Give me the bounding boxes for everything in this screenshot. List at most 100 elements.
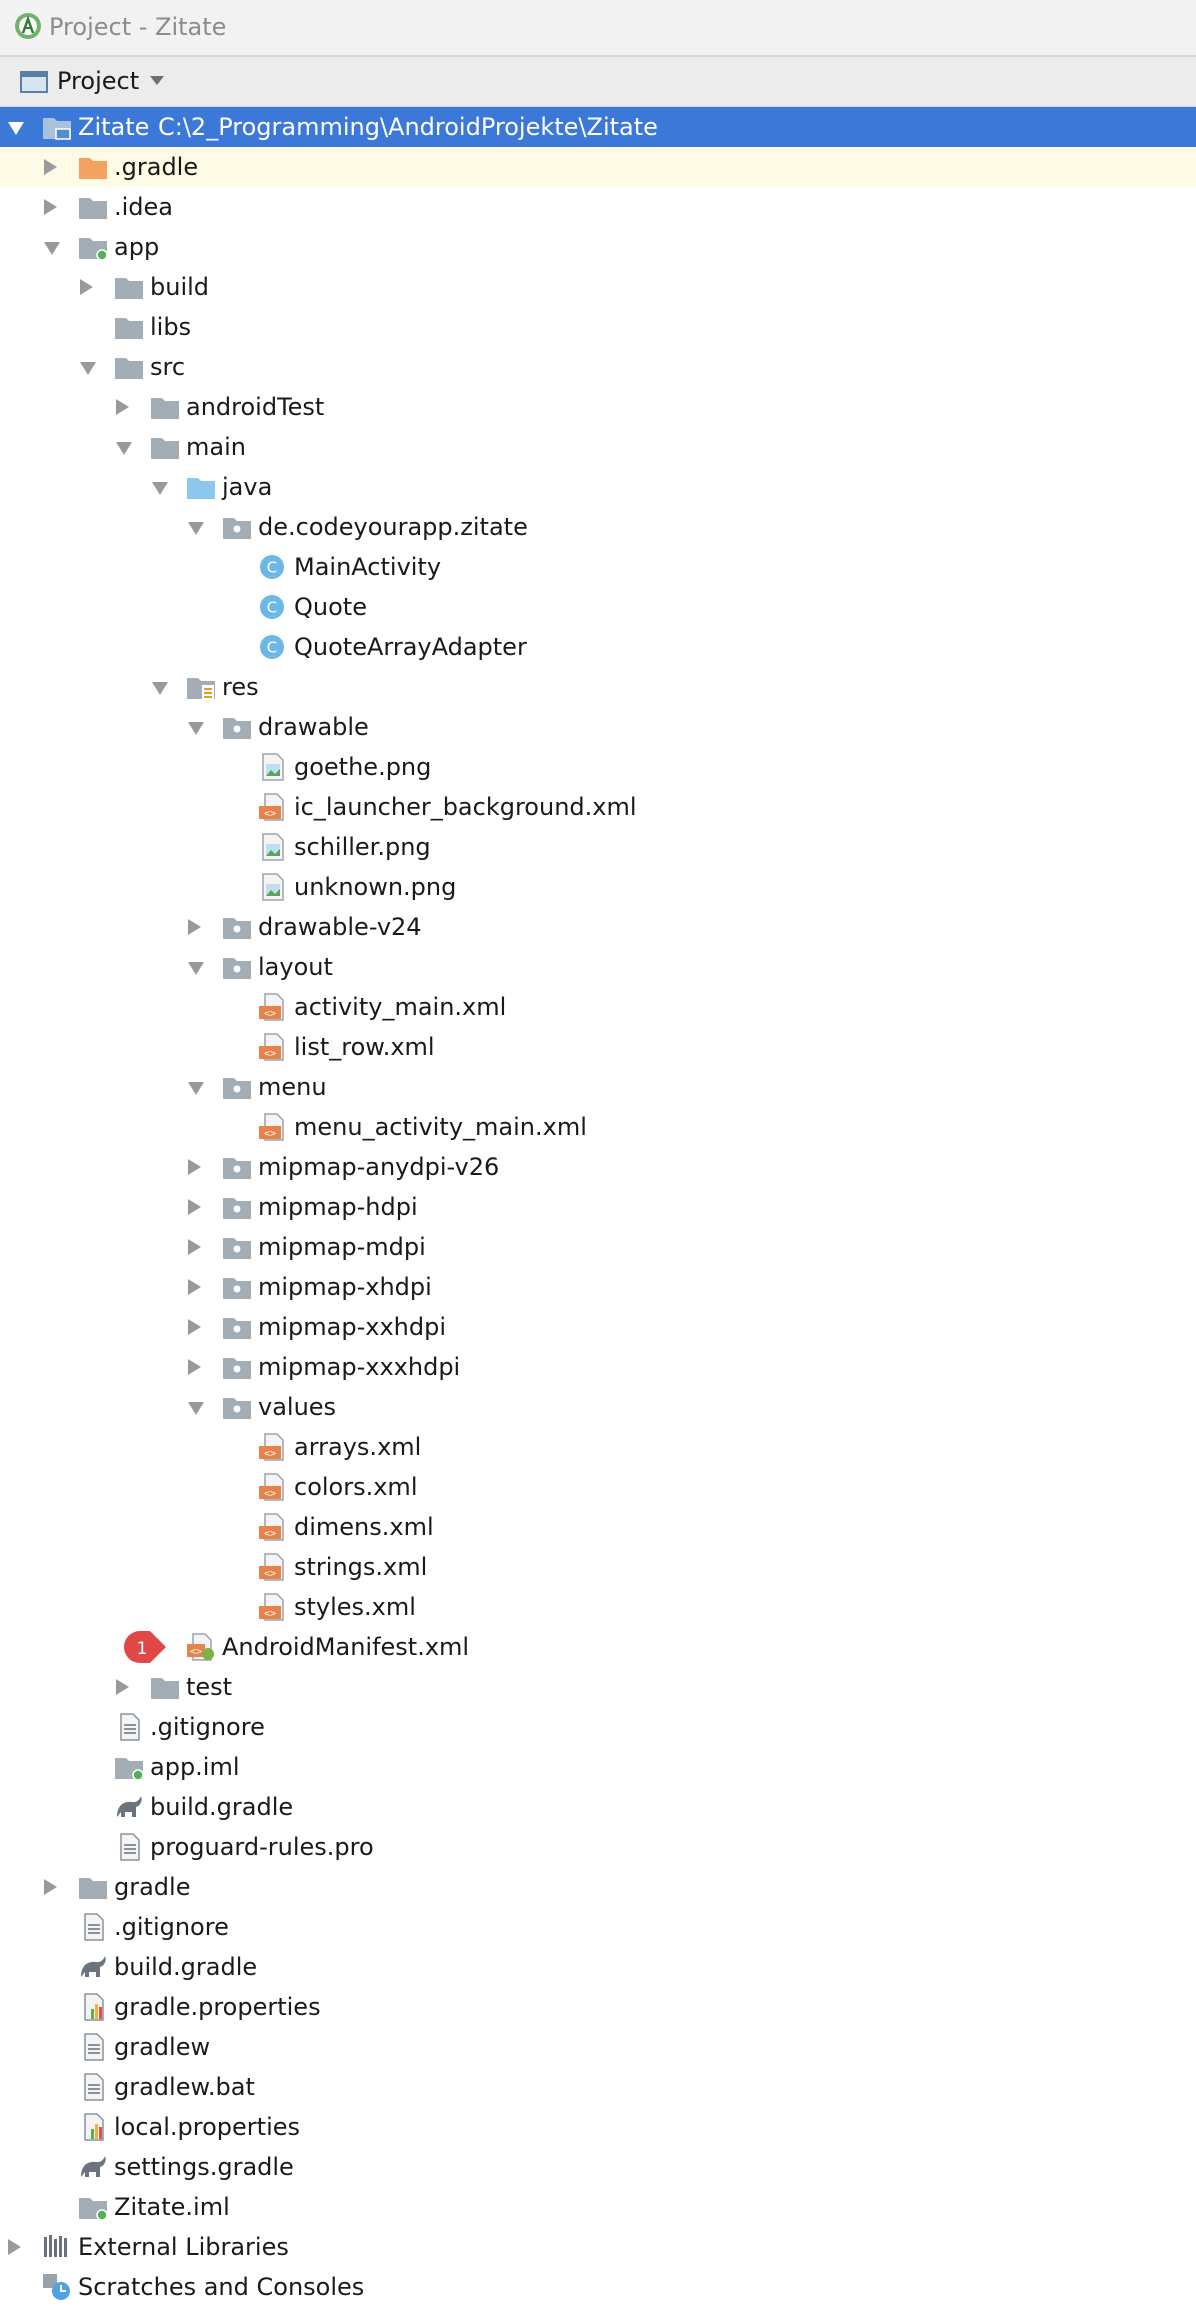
tree-item-label: .gitignore xyxy=(150,1713,265,1741)
tree-item-androidtest[interactable]: androidTest xyxy=(0,387,1196,427)
expand-arrow-icon[interactable] xyxy=(188,1239,201,1255)
expand-arrow-icon[interactable] xyxy=(44,159,57,175)
tree-item-external-libraries[interactable]: External Libraries xyxy=(0,2227,1196,2267)
tree-item-gitignore[interactable]: .gitignore xyxy=(0,1707,1196,1747)
tree-item-gradlew[interactable]: gradlew xyxy=(0,2027,1196,2067)
tree-item-scratches-and-consoles[interactable]: Scratches and Consoles xyxy=(0,2267,1196,2307)
collapse-arrow-icon[interactable] xyxy=(188,522,204,535)
expand-arrow-icon[interactable] xyxy=(8,2239,21,2255)
tree-item-gitignore[interactable]: .gitignore xyxy=(0,1907,1196,1947)
expand-arrow-icon[interactable] xyxy=(188,1359,201,1375)
tree-item-mipmap-xxxhdpi[interactable]: mipmap-xxxhdpi xyxy=(0,1347,1196,1387)
tree-item-de-codeyourapp-zitate[interactable]: de.codeyourapp.zitate xyxy=(0,507,1196,547)
tree-item-gradle-properties[interactable]: gradle.properties xyxy=(0,1987,1196,2027)
text-file-icon xyxy=(114,1713,144,1741)
tree-item-styles-xml[interactable]: <>styles.xml xyxy=(0,1587,1196,1627)
tree-item-mipmap-anydpi-v26[interactable]: mipmap-anydpi-v26 xyxy=(0,1147,1196,1187)
package-icon xyxy=(222,1153,252,1181)
project-view-icon xyxy=(20,71,48,93)
tree-item-main[interactable]: main xyxy=(0,427,1196,467)
svg-text:C: C xyxy=(267,639,277,657)
collapse-arrow-icon[interactable] xyxy=(188,1082,204,1095)
collapse-arrow-icon[interactable] xyxy=(8,122,24,135)
tree-item-goethe-png[interactable]: goethe.png xyxy=(0,747,1196,787)
tree-item-src[interactable]: src xyxy=(0,347,1196,387)
expand-arrow-icon[interactable] xyxy=(116,399,129,415)
expand-arrow-icon[interactable] xyxy=(44,199,57,215)
tree-item-mipmap-mdpi[interactable]: mipmap-mdpi xyxy=(0,1227,1196,1267)
tree-item-app-iml[interactable]: app.iml xyxy=(0,1747,1196,1787)
package-icon xyxy=(222,1353,252,1381)
expand-arrow-icon[interactable] xyxy=(116,1679,129,1695)
svg-text:<>: <> xyxy=(190,1647,202,1658)
tree-item-build-gradle[interactable]: build.gradle xyxy=(0,1947,1196,1987)
tree-item-values[interactable]: values xyxy=(0,1387,1196,1427)
collapse-arrow-icon[interactable] xyxy=(188,722,204,735)
tree-item-layout[interactable]: layout xyxy=(0,947,1196,987)
expand-arrow-icon[interactable] xyxy=(188,919,201,935)
tree-item-proguard-rules-pro[interactable]: proguard-rules.pro xyxy=(0,1827,1196,1867)
tree-item-menu-activity-main-xml[interactable]: <>menu_activity_main.xml xyxy=(0,1107,1196,1147)
expand-arrow-icon[interactable] xyxy=(80,279,93,295)
tree-item-label: mipmap-mdpi xyxy=(258,1233,426,1261)
tree-item-mipmap-xxhdpi[interactable]: mipmap-xxhdpi xyxy=(0,1307,1196,1347)
collapse-arrow-icon[interactable] xyxy=(116,442,132,455)
tree-item-dimens-xml[interactable]: <>dimens.xml xyxy=(0,1507,1196,1547)
tree-item-schiller-png[interactable]: schiller.png xyxy=(0,827,1196,867)
tree-item-strings-xml[interactable]: <>strings.xml xyxy=(0,1547,1196,1587)
tree-item-test[interactable]: test xyxy=(0,1667,1196,1707)
collapse-arrow-icon[interactable] xyxy=(188,1402,204,1415)
tree-item-idea[interactable]: .idea xyxy=(0,187,1196,227)
tree-item-libs[interactable]: libs xyxy=(0,307,1196,347)
collapse-arrow-icon[interactable] xyxy=(80,362,96,375)
tree-item-mipmap-hdpi[interactable]: mipmap-hdpi xyxy=(0,1187,1196,1227)
tree-item-list-row-xml[interactable]: <>list_row.xml xyxy=(0,1027,1196,1067)
tree-item-settings-gradle[interactable]: settings.gradle xyxy=(0,2147,1196,2187)
tree-item-label: list_row.xml xyxy=(294,1033,435,1061)
tree-item-java[interactable]: java xyxy=(0,467,1196,507)
collapse-arrow-icon[interactable] xyxy=(152,482,168,495)
collapse-arrow-icon[interactable] xyxy=(188,962,204,975)
tree-item-label: dimens.xml xyxy=(294,1513,434,1541)
tree-item-gradlew-bat[interactable]: gradlew.bat xyxy=(0,2067,1196,2107)
tree-item-label: res xyxy=(222,673,259,701)
tree-item-menu[interactable]: menu xyxy=(0,1067,1196,1107)
tree-item-gradle[interactable]: gradle xyxy=(0,1867,1196,1907)
project-view-selector[interactable]: Project xyxy=(57,67,140,95)
image-file-icon xyxy=(258,873,288,901)
expand-arrow-icon[interactable] xyxy=(188,1159,201,1175)
tree-item-label: activity_main.xml xyxy=(294,993,507,1021)
tree-item-label: proguard-rules.pro xyxy=(150,1833,374,1861)
tree-item-drawable[interactable]: drawable xyxy=(0,707,1196,747)
tree-item-ic-launcher-background-xml[interactable]: <>ic_launcher_background.xml xyxy=(0,787,1196,827)
tree-item-local-properties[interactable]: local.properties xyxy=(0,2107,1196,2147)
tree-item-arrays-xml[interactable]: <>arrays.xml xyxy=(0,1427,1196,1467)
chevron-down-icon[interactable] xyxy=(150,76,164,85)
collapse-arrow-icon[interactable] xyxy=(152,682,168,695)
tree-item-res[interactable]: res xyxy=(0,667,1196,707)
expand-arrow-icon[interactable] xyxy=(188,1279,201,1295)
tree-item-build-gradle[interactable]: build.gradle xyxy=(0,1787,1196,1827)
tree-item-build[interactable]: build xyxy=(0,267,1196,307)
tree-item-colors-xml[interactable]: <>colors.xml xyxy=(0,1467,1196,1507)
tree-item-gradle[interactable]: .gradle xyxy=(0,147,1196,187)
class-icon: C xyxy=(258,633,288,661)
tree-item-unknown-png[interactable]: unknown.png xyxy=(0,867,1196,907)
expand-arrow-icon[interactable] xyxy=(188,1319,201,1335)
expand-arrow-icon[interactable] xyxy=(188,1199,201,1215)
collapse-arrow-icon[interactable] xyxy=(44,242,60,255)
tree-item-label: mipmap-xxxhdpi xyxy=(258,1353,461,1381)
expand-arrow-icon[interactable] xyxy=(44,1879,57,1895)
tree-item-drawable-v24[interactable]: drawable-v24 xyxy=(0,907,1196,947)
tree-item-mipmap-xhdpi[interactable]: mipmap-xhdpi xyxy=(0,1267,1196,1307)
tree-item-label: main xyxy=(186,433,246,461)
folder-icon xyxy=(150,1673,180,1701)
tree-item-zitate-iml[interactable]: Zitate.iml xyxy=(0,2187,1196,2227)
tree-item-app[interactable]: app xyxy=(0,227,1196,267)
tree-item-activity-main-xml[interactable]: <>activity_main.xml xyxy=(0,987,1196,1027)
